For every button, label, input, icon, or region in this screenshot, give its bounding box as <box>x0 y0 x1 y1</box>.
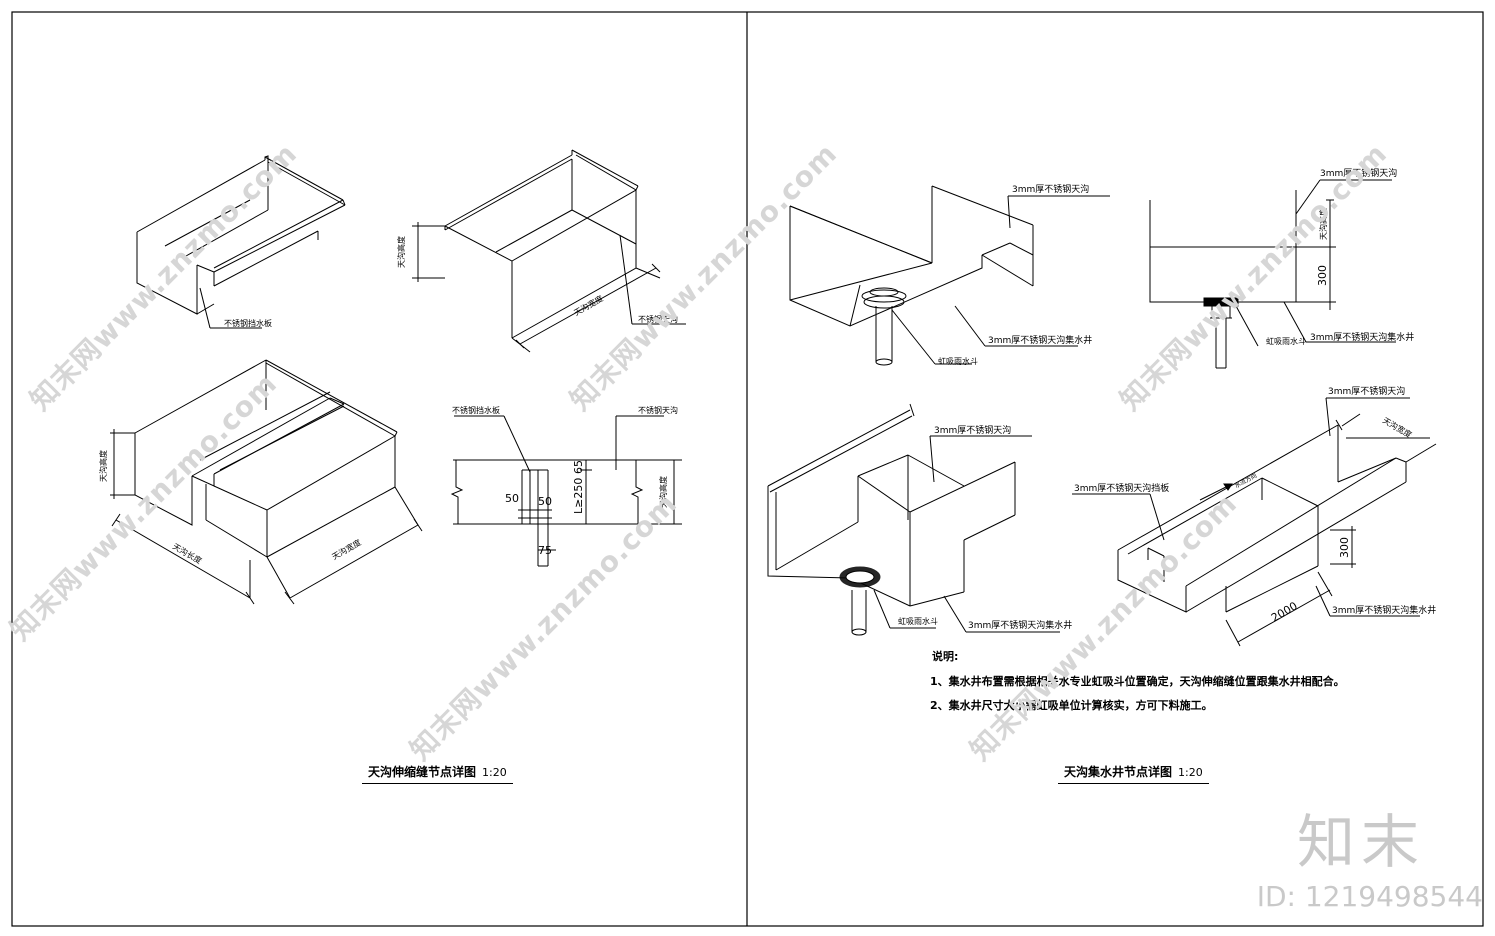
title-left: 天沟伸缩缝节点详图 1:20 <box>362 763 513 784</box>
dim-75: 75 <box>538 544 552 557</box>
label-section-depth: 天沟高度 <box>658 476 668 508</box>
gutter-joint-iso-bottom <box>110 359 423 605</box>
label-tr-drain: 虹吸雨水斗 <box>1266 336 1306 346</box>
gutter-sump-iso-bottom-right <box>1072 397 1437 647</box>
dim-50b: 50 <box>538 495 552 508</box>
title-left-scale: 1:20 <box>482 766 507 779</box>
dim-50a: 50 <box>505 492 519 505</box>
title-left-text: 天沟伸缩缝节点详图 <box>368 765 477 779</box>
notes-item-1: 1、集水井布置需根据相关水专业虹吸斗位置确定，天沟伸缩缝位置跟集水井相配合。 <box>930 675 1345 688</box>
label-tr-gutter: 3mm厚不锈钢天沟 <box>1320 167 1397 179</box>
gutter-baffle-iso-top <box>136 155 346 315</box>
label-bl-well: 3mm厚不锈钢天沟集水井 <box>968 619 1072 631</box>
image-id: ID: 1219498544 <box>1256 880 1483 913</box>
label-section-gutter: 不锈钢天沟 <box>638 405 678 415</box>
label-section-baffle: 不锈钢挡水板 <box>452 405 500 415</box>
sump-iso-top-left <box>789 185 1110 366</box>
dim-br-300: 300 <box>1338 537 1351 558</box>
label-br-well: 3mm厚不锈钢天沟集水井 <box>1332 604 1436 616</box>
brand-logo: 知末 <box>1296 808 1425 876</box>
notes-heading: 说明: <box>932 650 959 663</box>
baffle-leader-top <box>199 287 262 329</box>
label-baffle-top: 不锈钢挡水板 <box>224 318 272 328</box>
label-width-top: 天沟宽度 <box>572 293 605 318</box>
label-tl-gutter: 3mm厚不锈钢天沟 <box>1012 183 1089 195</box>
title-right: 天沟集水井节点详图 1:20 <box>1058 763 1209 784</box>
label-tl-drain: 虹吸雨水斗 <box>938 356 978 366</box>
dim-65: 65 <box>572 460 585 474</box>
gutter-section-detail <box>450 415 682 567</box>
sump-iso-bottom-left <box>767 403 1060 636</box>
label-depth-bottom: 天沟高度 <box>98 450 108 482</box>
title-right-text: 天沟集水井节点详图 <box>1064 765 1173 779</box>
label-bl-gutter: 3mm厚不锈钢天沟 <box>934 424 1011 436</box>
dim-250: L≥250 <box>572 478 585 514</box>
dim-tr-300: 300 <box>1316 265 1329 286</box>
notes-item-2: 2、集水井尺寸大小需虹吸单位计算核实，方可下料施工。 <box>930 699 1213 712</box>
label-tl-well: 3mm厚不锈钢天沟集水井 <box>988 334 1092 346</box>
label-bl-drain: 虹吸雨水斗 <box>898 616 938 626</box>
sump-section-top-right <box>1149 179 1396 369</box>
label-gutter-top: 不锈钢天沟 <box>638 314 678 324</box>
label-tr-well: 3mm厚不锈钢天沟集水井 <box>1310 331 1414 343</box>
label-width-bottom: 天沟宽度 <box>330 537 363 562</box>
label-br-width: 天沟宽度 <box>1381 415 1414 440</box>
label-br-gutter: 3mm厚不锈钢天沟 <box>1328 385 1405 397</box>
gutter-iso-top-right <box>412 149 686 353</box>
label-depth-top: 天沟高度 <box>396 236 406 268</box>
title-right-scale: 1:20 <box>1178 766 1203 779</box>
label-br-baffle: 3mm厚不锈钢天沟挡板 <box>1074 482 1169 494</box>
dim-br-2000: 2000 <box>1269 599 1300 624</box>
label-tr-depth: 天沟高度 <box>1318 208 1328 240</box>
